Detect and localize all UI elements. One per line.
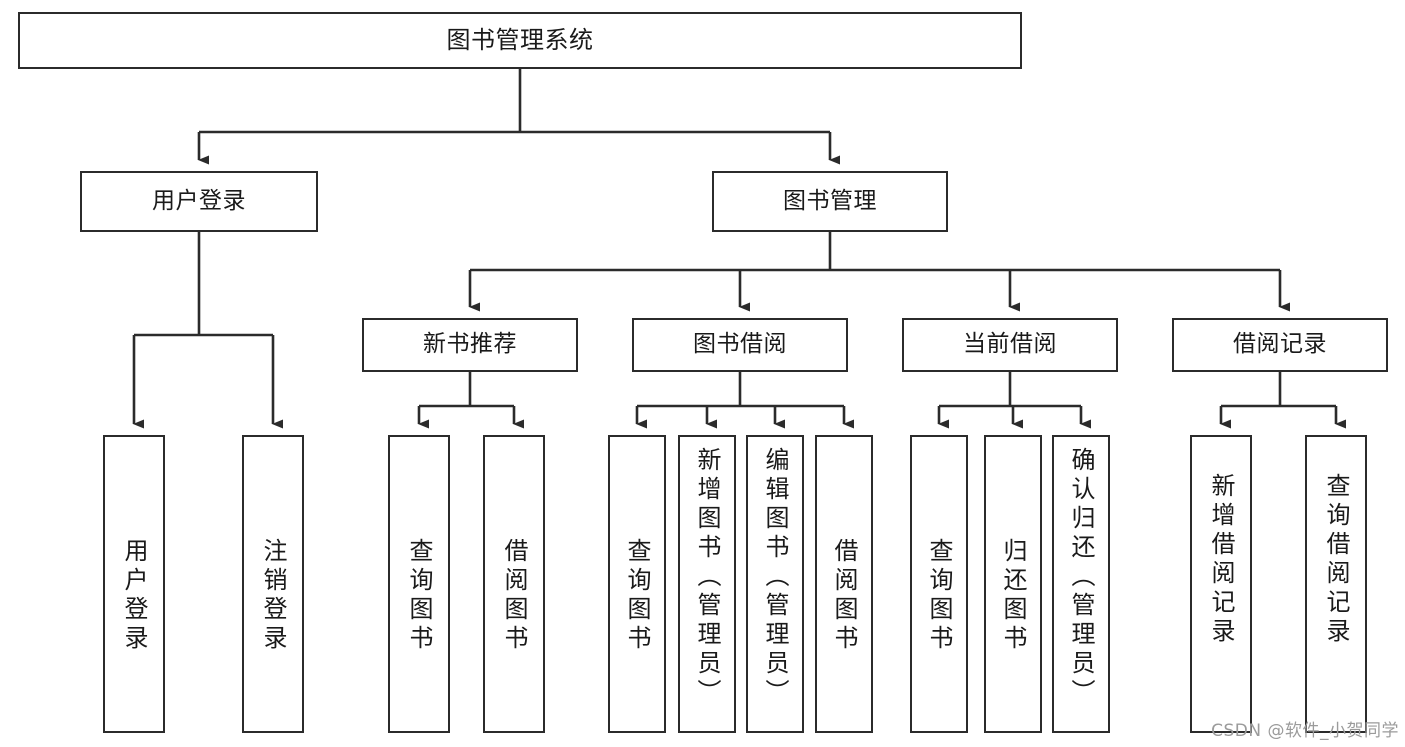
- node-leaf-borrow-book-rec-label: 借阅图书: [500, 538, 528, 654]
- node-borrow-record[interactable]: 借阅记录: [1172, 318, 1388, 372]
- node-leaf-logout-label: 注销登录: [259, 538, 287, 654]
- node-user-login-label: 用户登录: [152, 187, 246, 214]
- node-leaf-query-record[interactable]: 查询借阅记录: [1305, 435, 1367, 733]
- node-book-borrow[interactable]: 图书借阅: [632, 318, 848, 372]
- node-leaf-query-book-cur[interactable]: 查询图书: [910, 435, 968, 733]
- node-leaf-confirm-return-label: 确认归还（管理员）: [1067, 447, 1095, 708]
- node-leaf-query-record-label: 查询借阅记录: [1322, 473, 1350, 647]
- node-leaf-borrow-book-rec[interactable]: 借阅图书: [483, 435, 545, 733]
- node-leaf-user-login[interactable]: 用户登录: [103, 435, 165, 733]
- node-leaf-user-login-label: 用户登录: [120, 538, 148, 654]
- node-leaf-add-record[interactable]: 新增借阅记录: [1190, 435, 1252, 733]
- node-leaf-query-book-borrow[interactable]: 查询图书: [608, 435, 666, 733]
- node-book-manage[interactable]: 图书管理: [712, 171, 948, 232]
- node-leaf-query-book-borrow-label: 查询图书: [623, 538, 651, 654]
- node-new-book-rec[interactable]: 新书推荐: [362, 318, 578, 372]
- node-leaf-borrow-book[interactable]: 借阅图书: [815, 435, 873, 733]
- node-leaf-add-record-label: 新增借阅记录: [1207, 473, 1235, 647]
- node-user-login[interactable]: 用户登录: [80, 171, 318, 232]
- node-leaf-confirm-return[interactable]: 确认归还（管理员）: [1052, 435, 1110, 733]
- node-leaf-return-book[interactable]: 归还图书: [984, 435, 1042, 733]
- node-leaf-add-book-label: 新增图书（管理员）: [693, 447, 721, 708]
- node-leaf-query-book-rec-label: 查询图书: [405, 538, 433, 654]
- node-leaf-add-book[interactable]: 新增图书（管理员）: [678, 435, 736, 733]
- node-leaf-query-book-rec[interactable]: 查询图书: [388, 435, 450, 733]
- node-leaf-borrow-book-label: 借阅图书: [830, 538, 858, 654]
- node-current-borrow-label: 当前借阅: [963, 331, 1057, 358]
- node-leaf-return-book-label: 归还图书: [999, 538, 1027, 654]
- node-borrow-record-label: 借阅记录: [1233, 331, 1327, 358]
- node-new-book-rec-label: 新书推荐: [423, 331, 517, 358]
- node-leaf-query-book-cur-label: 查询图书: [925, 538, 953, 654]
- node-book-borrow-label: 图书借阅: [693, 331, 787, 358]
- node-leaf-edit-book-label: 编辑图书（管理员）: [761, 447, 789, 708]
- node-leaf-edit-book[interactable]: 编辑图书（管理员）: [746, 435, 804, 733]
- node-root-label: 图书管理系统: [446, 26, 594, 55]
- node-leaf-logout[interactable]: 注销登录: [242, 435, 304, 733]
- node-root[interactable]: 图书管理系统: [18, 12, 1022, 69]
- node-book-manage-label: 图书管理: [783, 187, 877, 214]
- node-current-borrow[interactable]: 当前借阅: [902, 318, 1118, 372]
